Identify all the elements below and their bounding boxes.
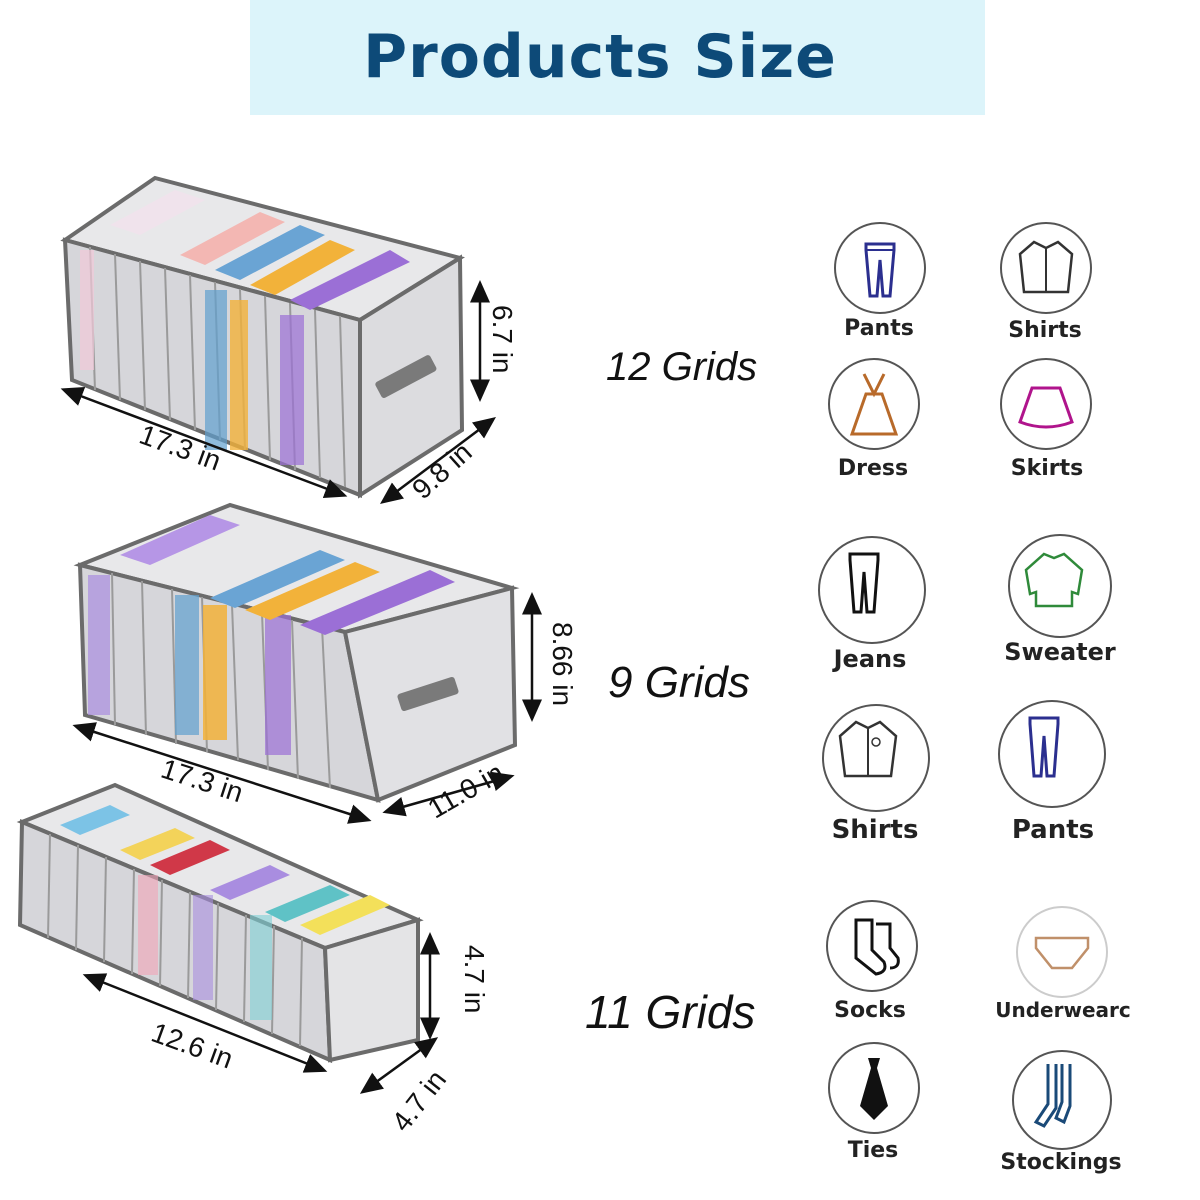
icon-label-dress: Dress	[837, 456, 909, 481]
icon-label-underwear: Underwearc	[995, 998, 1131, 1022]
icon-label-ties: Ties	[847, 1138, 899, 1163]
icon-label-socks: Socks	[834, 998, 906, 1023]
dress-icon	[828, 358, 920, 450]
box2-grids-label: 9 Grids	[608, 658, 750, 707]
organizer-box-9-grids	[73, 502, 520, 803]
box1-grids-label: 12 Grids	[606, 345, 758, 389]
stockings-icon	[1012, 1050, 1112, 1150]
box2-height-label: 8.66 in	[547, 622, 578, 707]
icon-label-skirts: Skirts	[1010, 456, 1084, 481]
icon-label-pants: Pants	[844, 316, 914, 341]
icon-label-pants-2: Pants	[1011, 815, 1095, 845]
socks-icon	[826, 900, 918, 992]
box3-height-label: 4.7 in	[459, 945, 490, 1014]
tie-icon	[828, 1042, 920, 1134]
jeans-icon	[818, 536, 926, 644]
page-title: Products Size	[363, 22, 837, 92]
icon-label-shirts: Shirts	[1008, 318, 1082, 343]
organizer-box-11-grids	[16, 782, 424, 1064]
shirt-icon	[1000, 222, 1092, 314]
box3-grids-label: 11 Grids	[585, 986, 756, 1038]
sweater-icon	[1008, 534, 1112, 638]
shirt-icon-2	[822, 704, 930, 812]
skirt-icon	[1000, 358, 1092, 450]
underwear-icon	[1016, 906, 1108, 998]
icon-label-stockings: Stockings	[1000, 1150, 1122, 1175]
icon-label-sweater: Sweater	[1004, 638, 1116, 666]
pants-icon	[834, 222, 926, 314]
header-banner	[250, 0, 985, 115]
icon-label-jeans: Jeans	[833, 645, 907, 673]
pants-icon-2	[998, 700, 1106, 808]
organizer-box-12-grids	[60, 175, 466, 499]
box1-height-label: 6.7 in	[487, 305, 518, 374]
icon-label-shirts-2: Shirts	[831, 815, 919, 845]
